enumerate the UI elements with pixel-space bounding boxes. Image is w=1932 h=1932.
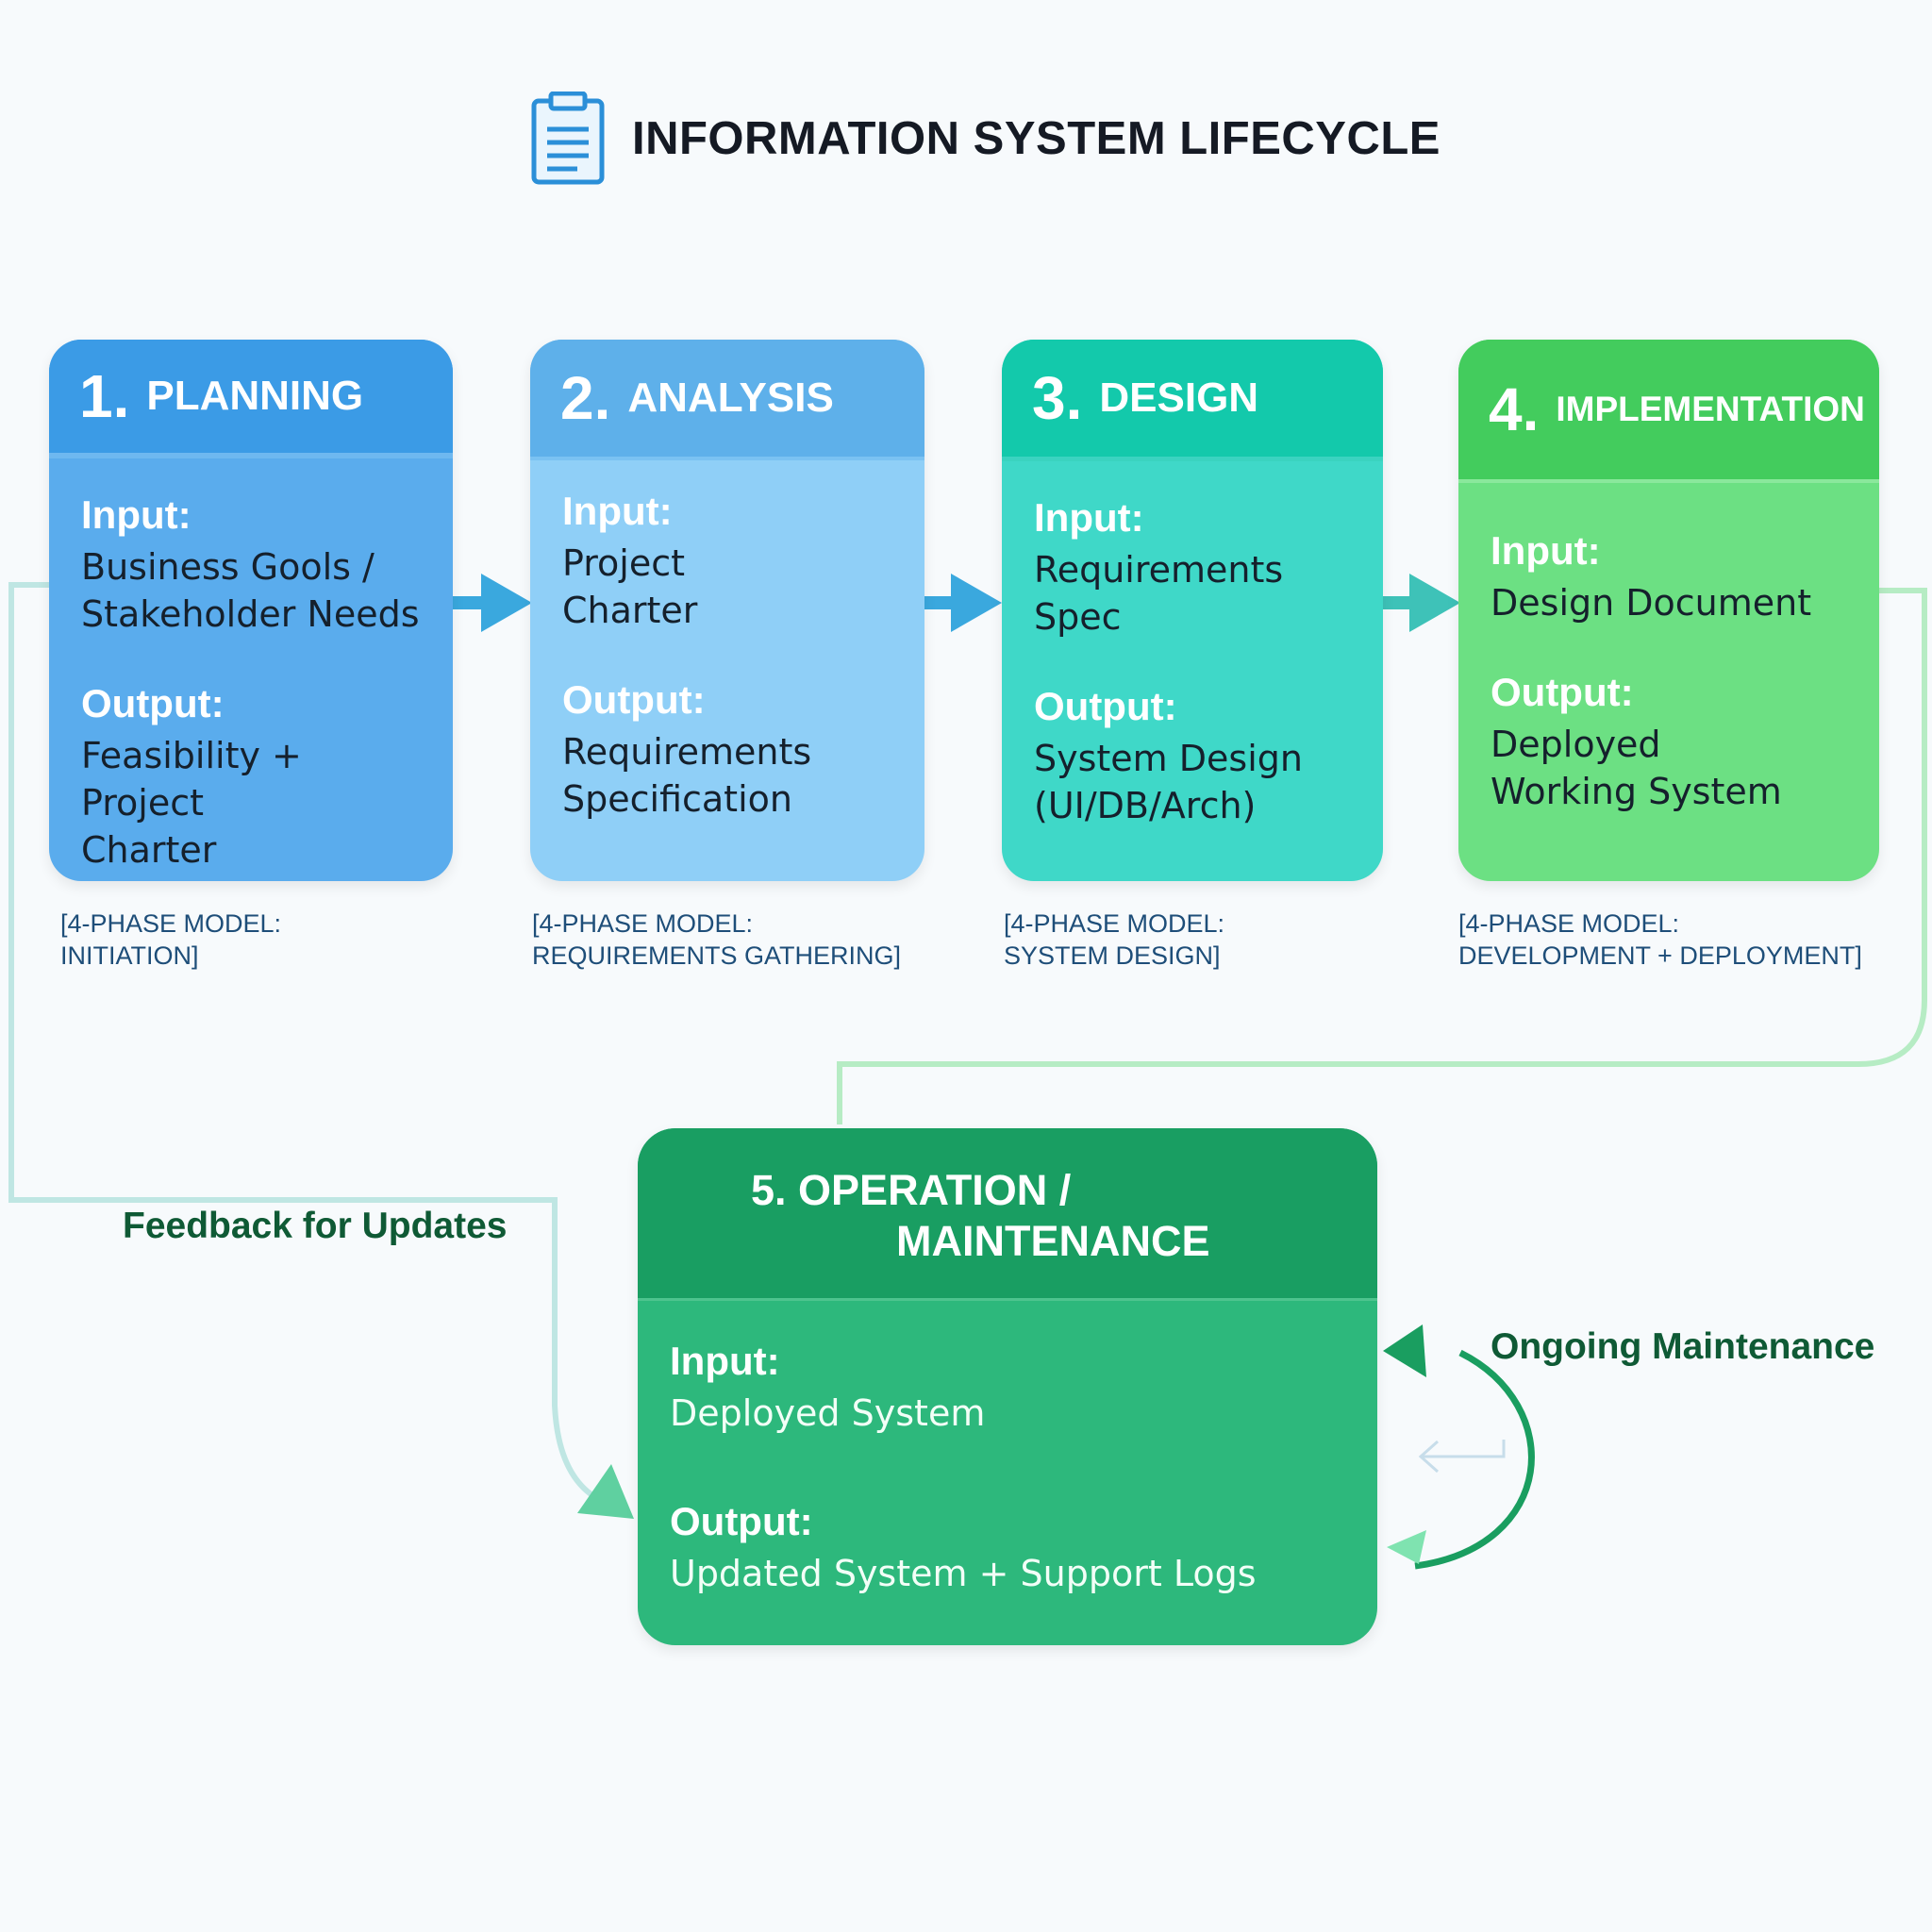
phase-header: 5. OPERATION / MAINTENANCE [638, 1128, 1377, 1301]
phase-card-planning: 1. PLANNING Input: Business Gools / Stak… [49, 340, 453, 881]
input-value: Project Charter [562, 542, 698, 631]
output-label: Output: [81, 681, 225, 725]
phase-name: IMPLEMENTATION [1556, 390, 1865, 428]
output-value: Requirements Specification [562, 731, 812, 820]
feedback-label: Feedback for Updates [123, 1206, 508, 1246]
page-title: INFORMATION SYSTEM LIFECYCLE [632, 113, 1441, 164]
input-label: Input: [562, 489, 673, 533]
output-label: Output: [1491, 670, 1634, 714]
input-label: Input: [670, 1339, 780, 1383]
phase-header: 4. IMPLEMENTATION [1458, 340, 1879, 483]
input-value: Requirements Spec [1034, 549, 1284, 638]
phase-number: 1. [79, 362, 130, 430]
model-note-planning: [4-PHASE MODEL: INITIATION] [60, 909, 282, 970]
output-value: Updated System + Support Logs [670, 1553, 1257, 1594]
phase-header: 2. ANALYSIS [530, 340, 924, 460]
input-value: Design Document [1491, 582, 1812, 624]
model-note-design: [4-PHASE MODEL: SYSTEM DESIGN] [1004, 909, 1225, 970]
output-value: System Design (UI/DB/Arch) [1034, 738, 1303, 826]
flow-arrow-3-4 [1383, 574, 1460, 632]
model-note-implementation: [4-PHASE MODEL: DEVELOPMENT + DEPLOYMENT… [1458, 909, 1862, 970]
output-value: Deployed Working System [1491, 724, 1782, 812]
input-value: Business Gools / Stakeholder Needs [81, 546, 420, 635]
phase-number: 2. [560, 364, 611, 432]
phase-name: DESIGN [1099, 375, 1259, 421]
model-note-analysis: [4-PHASE MODEL: REQUIREMENTS GATHERING] [532, 909, 902, 970]
clipboard-icon [531, 92, 605, 185]
return-icon [1418, 1440, 1506, 1474]
phase-name: ANALYSIS [627, 375, 834, 421]
input-label: Input: [1491, 528, 1601, 573]
maintenance-tail-mark [1387, 1530, 1426, 1564]
output-label: Output: [562, 677, 706, 722]
output-label: Output: [670, 1499, 813, 1543]
output-label: Output: [1034, 684, 1177, 728]
output-value: Feasibility + Project Charter [81, 735, 302, 871]
maintenance-arrowhead [1383, 1324, 1426, 1377]
phase-name-line1: 5. OPERATION / [751, 1166, 1072, 1214]
phase-card-design: 3. DESIGN Input: Requirements Spec Outpu… [1002, 340, 1383, 881]
phase-card-analysis: 2. ANALYSIS Input: Project Charter Outpu… [530, 340, 924, 881]
flow-arrow-2-3 [924, 574, 1002, 632]
phase-name-line2: MAINTENANCE [896, 1217, 1210, 1265]
feedback-arrowhead [577, 1464, 634, 1519]
input-label: Input: [81, 492, 192, 537]
phase-number: 4. [1489, 375, 1540, 443]
phase-card-implementation: 4. IMPLEMENTATION Input: Design Document… [1458, 340, 1879, 881]
input-label: Input: [1034, 495, 1144, 540]
phase-header: 3. DESIGN [1002, 340, 1383, 461]
phase-card-operation-maintenance: 5. OPERATION / MAINTENANCE Input: Deploy… [638, 1128, 1377, 1645]
phase-header: 1. PLANNING [49, 340, 453, 458]
phase-name: PLANNING [146, 373, 364, 419]
feedback-loop-line [8, 582, 606, 1505]
maintenance-loop-arc [1414, 1349, 1535, 1570]
implementation-to-operation-line [837, 588, 1927, 1124]
input-value: Deployed System [670, 1392, 986, 1434]
diagram-title: INFORMATION SYSTEM LIFECYCLE [528, 87, 1441, 191]
phase-number: 3. [1032, 364, 1083, 432]
maintenance-label: Ongoing Maintenance [1491, 1326, 1875, 1367]
flow-arrow-1-2 [453, 574, 532, 632]
